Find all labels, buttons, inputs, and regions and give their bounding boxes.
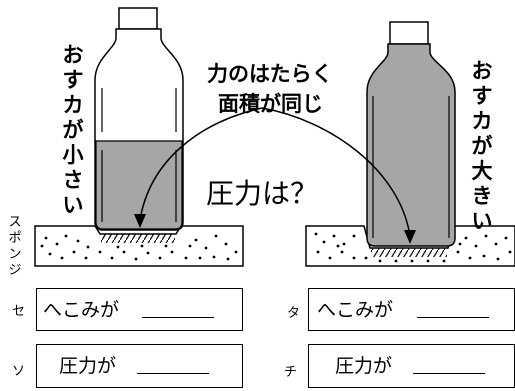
sponge-label-char: ス xyxy=(8,215,21,230)
right-arrowhead xyxy=(404,230,416,244)
right-label-char: が xyxy=(472,134,493,158)
right-label-char: 大 xyxy=(472,159,493,183)
question-label: 圧力は？ xyxy=(206,177,318,210)
right-label-char: い xyxy=(472,209,493,233)
answer-text: へこみが xyxy=(317,299,394,321)
letter-so: ソ xyxy=(12,364,26,379)
answer-box-pressure-large: 圧力が xyxy=(308,344,515,388)
left-arrowhead xyxy=(134,214,146,228)
letter-se: セ xyxy=(12,304,26,319)
right-label-char: カ xyxy=(472,109,493,133)
center-label-line1: 力のはたらく xyxy=(207,62,333,86)
left-sponge xyxy=(34,225,244,267)
letter-chi: チ xyxy=(284,365,298,380)
sponge-label-char: ン xyxy=(8,247,21,262)
right-bottle xyxy=(366,21,456,247)
answer-text: 圧力が xyxy=(59,355,117,377)
left-bottle xyxy=(94,7,184,231)
left-label-char: カ xyxy=(63,93,84,117)
answer-blank[interactable] xyxy=(137,359,209,374)
left-label-char: い xyxy=(63,193,84,217)
left-label-char: す xyxy=(63,68,84,92)
right-label-char: す xyxy=(472,84,493,108)
answer-text: 圧力が xyxy=(335,355,393,377)
right-label-char: き xyxy=(472,184,493,208)
answer-blank[interactable] xyxy=(413,359,485,374)
left-label-char: 小 xyxy=(63,143,84,167)
answer-box-dent-small: へこみが xyxy=(36,288,243,331)
answer-text: へこみが xyxy=(43,299,120,321)
sponge-label-char: ジ xyxy=(8,263,21,278)
answer-box-pressure-small: 圧力が xyxy=(36,344,243,388)
answer-blank[interactable] xyxy=(142,303,214,318)
left-label-char: が xyxy=(63,118,84,142)
letter-ta: タ xyxy=(287,306,301,321)
center-label-line2: 面積が同じ xyxy=(218,92,323,116)
answer-blank[interactable] xyxy=(417,303,489,318)
arrows xyxy=(139,107,411,237)
answer-box-dent-large: へこみが xyxy=(308,288,515,331)
right-label-char: お xyxy=(472,59,493,83)
left-label-char: さ xyxy=(63,168,84,192)
left-label-char: お xyxy=(63,43,84,67)
sponge-label-char: ポ xyxy=(8,231,21,246)
